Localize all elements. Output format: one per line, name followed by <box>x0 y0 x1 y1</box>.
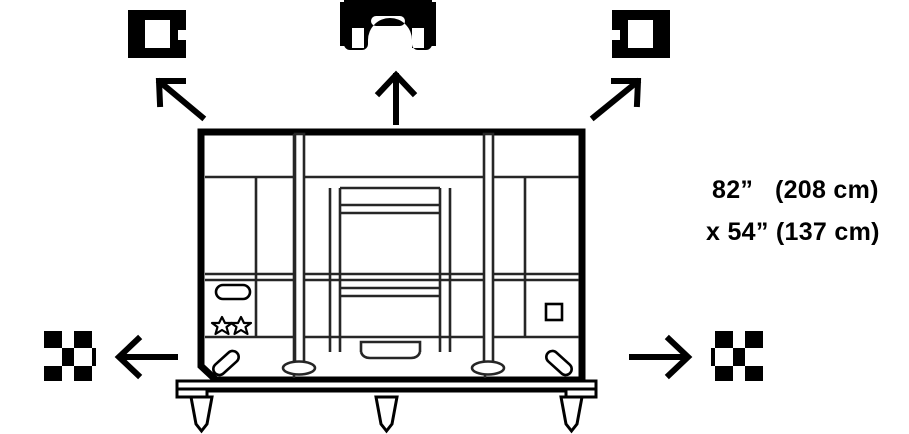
bracket-top-right-icon <box>612 10 670 58</box>
dimension-depth-label: x 54” (137 cm) <box>706 218 880 246</box>
crated-appliance-front-view <box>197 128 586 384</box>
shipping-pallet <box>175 379 598 434</box>
pill-slot-vent <box>214 283 252 301</box>
arrow-up-right-icon <box>589 77 642 122</box>
diagonal-slot-left <box>212 349 240 377</box>
star-fastener-left <box>210 315 234 336</box>
pallet-leg-right <box>559 395 584 434</box>
star-fastener-right <box>229 315 253 336</box>
arrow-left-icon <box>114 334 178 380</box>
dimension-width-label: 82” (208 cm) <box>712 176 879 204</box>
pallet-leg-center <box>374 395 399 434</box>
handle-notch-base <box>359 351 422 360</box>
bracket-top-center-icon <box>340 0 436 50</box>
strap-post-left <box>281 132 317 376</box>
arrow-up-icon <box>374 70 418 125</box>
diagonal-slot-right <box>545 349 573 377</box>
strap-post-right <box>470 132 506 376</box>
bracket-top-left-icon <box>128 10 186 58</box>
handle-notch <box>359 340 422 352</box>
square-port <box>544 302 564 322</box>
center-shelf-assembly <box>328 186 452 352</box>
arrow-up-left-icon <box>155 77 207 122</box>
bracket-bottom-left-icon <box>44 331 96 381</box>
pallet-leg-left <box>189 395 214 434</box>
arrow-right-icon <box>629 334 693 380</box>
bracket-bottom-right-icon <box>711 331 763 381</box>
pallet-top-band <box>175 379 598 391</box>
